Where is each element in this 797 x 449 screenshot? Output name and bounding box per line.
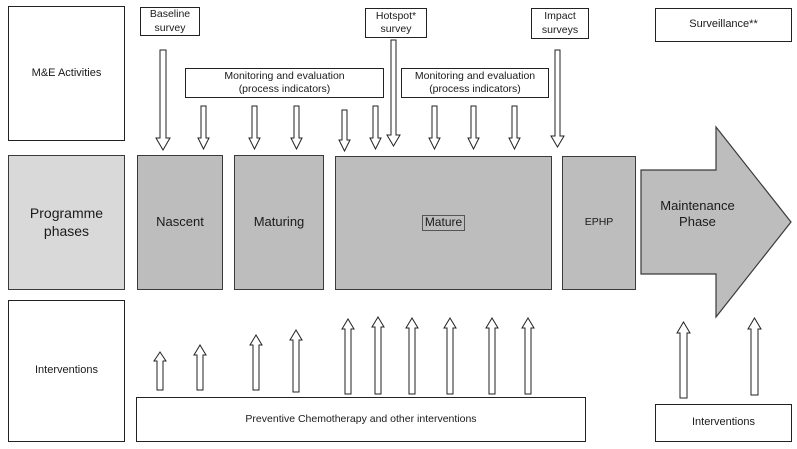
phase-ephp: EPHP	[562, 156, 636, 290]
hotspot-survey-text: Hotspot* survey	[375, 9, 417, 35]
surveillance-text: Surveillance**	[689, 18, 758, 31]
down-arrow-me1-c	[290, 105, 303, 151]
phase-maintenance-text: Maintenance Phase	[660, 197, 735, 229]
down-arrow-me1-a	[197, 105, 210, 151]
up-arrow-7	[405, 317, 419, 395]
up-arrow-9	[485, 317, 499, 395]
monitoring-evaluation-text-1: Monitoring and evaluation (process indic…	[224, 69, 345, 95]
phase-maturing: Maturing	[234, 155, 324, 290]
maintenance-phase-arrow	[640, 125, 792, 319]
programme-phases-text: Programme phases	[29, 205, 104, 239]
down-arrow-me1-b	[248, 105, 261, 151]
up-arrow-8	[443, 317, 457, 395]
up-arrow-4	[289, 329, 303, 393]
monitoring-evaluation-box-2: Monitoring and evaluation (process indic…	[401, 68, 549, 98]
me-activities-label: M&E Activities	[8, 6, 125, 141]
baseline-survey-text: Baseline survey	[149, 8, 191, 34]
up-arrow-2	[193, 344, 207, 391]
up-arrow-6	[371, 316, 385, 395]
interventions-right-text: Interventions	[692, 416, 755, 429]
phase-mature: Mature	[335, 156, 552, 290]
baseline-survey-box: Baseline survey	[140, 7, 200, 36]
interventions-row-label: Interventions	[8, 300, 125, 442]
phase-ephp-text: EPHP	[584, 216, 614, 229]
impact-surveys-text: Impact surveys	[541, 10, 579, 36]
monitoring-evaluation-text-2: Monitoring and evaluation (process indic…	[414, 69, 536, 95]
down-arrow-hotspot	[386, 39, 401, 147]
impact-surveys-box: Impact surveys	[531, 8, 589, 39]
surveillance-box: Surveillance**	[655, 8, 792, 42]
monitoring-evaluation-box-1: Monitoring and evaluation (process indic…	[185, 68, 384, 98]
programme-phases-label: Programme phases	[8, 155, 125, 290]
down-arrow-me1-d	[338, 109, 351, 153]
phase-nascent: Nascent	[137, 155, 223, 290]
interventions-row-text: Interventions	[35, 364, 98, 377]
phase-maturing-text: Maturing	[253, 214, 305, 230]
up-arrow-11	[676, 321, 691, 399]
me-activities-text: M&E Activities	[31, 66, 102, 79]
phase-nascent-text: Nascent	[156, 214, 204, 230]
down-arrow-baseline	[155, 49, 171, 151]
down-arrow-me2-b	[467, 105, 480, 151]
interventions-box-right: Interventions	[655, 404, 792, 442]
down-arrow-me2-a	[428, 105, 441, 151]
preventive-chemotherapy-box: Preventive Chemotherapy and other interv…	[136, 397, 586, 442]
phase-mature-text: Mature	[421, 215, 466, 231]
phase-maintenance-label: Maintenance Phase	[645, 192, 750, 236]
preventive-chemotherapy-text: Preventive Chemotherapy and other interv…	[245, 412, 477, 425]
hotspot-survey-box: Hotspot* survey	[365, 8, 427, 38]
up-arrow-12	[747, 317, 762, 396]
down-arrow-me2-c	[508, 105, 521, 151]
down-arrow-me1-e	[369, 105, 382, 151]
up-arrow-10	[521, 317, 535, 395]
up-arrow-3	[249, 334, 263, 391]
down-arrow-impact	[550, 49, 565, 148]
up-arrow-1	[153, 351, 167, 391]
up-arrow-5	[341, 318, 355, 395]
